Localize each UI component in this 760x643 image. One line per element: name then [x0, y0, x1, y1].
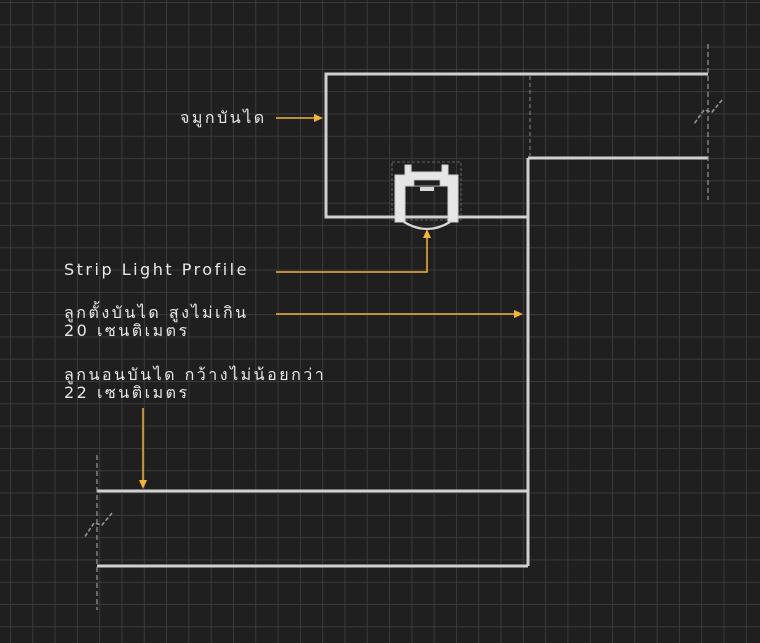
stair-nosing-label: จมูกบันได	[180, 108, 267, 127]
arrow-strip-light-profile	[276, 229, 431, 273]
riser-label-line1: ลูกตั้งบันได สูงไม่เกิน	[64, 303, 249, 322]
riser-label-line2: 20 เซนติเมตร	[64, 321, 190, 340]
riser-label: ลูกตั้งบันได สูงไม่เกิน 20 เซนติเมตร	[64, 304, 249, 340]
strip-light-profile-shape	[391, 161, 462, 231]
arrow-stair-nosing	[276, 114, 323, 122]
upper-break-symbol	[693, 44, 723, 200]
tread-label-line1: ลูกนอนบันได กว้างไม่น้อยกว่า	[64, 365, 327, 384]
tread-label-line2: 22 เซนติเมตร	[64, 383, 190, 402]
lower-break-symbol	[83, 455, 113, 610]
arrow-tread	[139, 408, 147, 489]
upper-step-outline	[324, 72, 708, 219]
strip-light-profile-label: Strip Light Profile	[64, 260, 249, 279]
tread-label: ลูกนอนบันได กว้างไม่น้อยกว่า 22 เซนติเมต…	[64, 366, 326, 402]
arrow-riser	[276, 310, 523, 318]
